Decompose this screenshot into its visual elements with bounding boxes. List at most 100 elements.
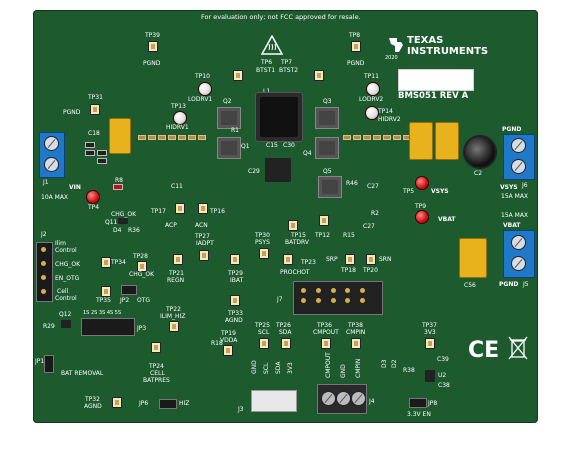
tp32-testpoint[interactable] [112, 397, 122, 408]
tp30-testpoint[interactable] [259, 248, 269, 259]
cap-c [363, 135, 371, 140]
tp4-testpoint-red[interactable] [86, 190, 100, 204]
tp19-label: TP19 [221, 330, 236, 337]
tp23-testpoint[interactable] [283, 254, 293, 265]
tp22-label: TP22 [166, 306, 181, 313]
tp27-testpoint[interactable] [199, 250, 209, 261]
tp37-testpoint[interactable] [425, 338, 435, 349]
tp6-testpoint[interactable] [233, 70, 243, 81]
jumper-jp6[interactable] [159, 399, 177, 409]
tp22-testpoint[interactable] [169, 321, 179, 332]
fcc-notice: For evaluation only; not FCC approved fo… [201, 13, 361, 21]
tp36-testpoint[interactable] [321, 338, 331, 349]
tp35-testpoint[interactable] [101, 286, 111, 297]
j2-label: J2 [41, 231, 47, 238]
tp39-label: TP39 [145, 32, 160, 39]
tp31-label: TP31 [88, 94, 103, 101]
c29-label: C29 [248, 168, 260, 175]
r46-label: R46 [346, 180, 358, 187]
tp12-testpoint[interactable] [319, 215, 329, 226]
jp1-label: JP1 [35, 358, 45, 365]
tp34-testpoint[interactable] [101, 257, 111, 268]
batpres-label: BATPRES [143, 377, 170, 384]
tp29-testpoint[interactable] [230, 254, 240, 265]
tp18-testpoint[interactable] [345, 254, 355, 265]
tp37-3v3-label: 3V3 [424, 329, 436, 336]
r1-label: R1 [231, 127, 239, 134]
btst2-label: BTST2 [279, 67, 299, 74]
tp24-label: TP24 [149, 363, 164, 370]
tp7-testpoint[interactable] [314, 70, 324, 81]
header-j7[interactable] [293, 281, 383, 315]
connector-j3[interactable] [251, 390, 297, 412]
tp14-testpoint[interactable] [365, 106, 379, 120]
tp19-testpoint[interactable] [223, 345, 233, 356]
jumper-jp3[interactable] [81, 318, 135, 336]
j3-scl-label: SCL [263, 362, 270, 374]
weee-bin-icon [508, 336, 528, 362]
cap-c [148, 135, 156, 140]
jp3-cell-count-labels: 1S 2S 3S 4S 5S [83, 310, 122, 316]
j4-cmpin-label: CMPIN [355, 358, 362, 378]
tp20-testpoint[interactable] [366, 254, 376, 265]
tp25-label: TP25 [255, 322, 270, 329]
j6-max-label: 15A MAX [501, 193, 529, 200]
mosfet-q1 [217, 137, 241, 159]
tp9-testpoint-red[interactable] [415, 210, 429, 224]
tp10-testpoint[interactable] [198, 82, 212, 96]
tp17-testpoint[interactable] [175, 203, 185, 214]
cap-tantalum-right-1 [409, 122, 433, 160]
tp33-testpoint[interactable] [230, 295, 240, 306]
tp25-testpoint[interactable] [259, 338, 269, 349]
r15-label: R15 [343, 232, 355, 239]
tp31-testpoint[interactable] [90, 104, 100, 115]
tp15-testpoint[interactable] [288, 220, 298, 231]
tp16-label: TP16 [210, 208, 225, 215]
r38-label: R38 [403, 367, 415, 374]
c18-label: C18 [88, 130, 100, 137]
tp39-testpoint[interactable] [148, 41, 158, 52]
screw-icon [511, 256, 526, 271]
tp34-label: TP34 [111, 259, 126, 266]
tp15-label: TP15 [291, 232, 306, 239]
cmpout-label: CMPOUT [313, 329, 339, 336]
tp7-label: TP7 [281, 59, 293, 66]
tp26-testpoint[interactable] [281, 338, 291, 349]
cell-label: Cell [57, 288, 69, 295]
mosfet-q4 [315, 137, 339, 159]
tp13-testpoint[interactable] [173, 111, 187, 125]
tp21-testpoint[interactable] [173, 254, 183, 265]
tp26-label: TP26 [276, 322, 291, 329]
tp27-label: TP27 [195, 233, 210, 240]
tp28-net-label: CHG_OK [129, 271, 155, 278]
tp5-testpoint-red[interactable] [415, 176, 429, 190]
jumper-jp1[interactable] [44, 355, 54, 373]
cap-c [178, 135, 186, 140]
vsys-label: VSYS [431, 188, 449, 195]
tp37-label: TP37 [422, 322, 437, 329]
screw-icon [511, 235, 526, 250]
r36-label: R36 [128, 227, 140, 234]
tp20-label: TP20 [363, 267, 378, 274]
screw-icon [351, 391, 366, 406]
cap-c [188, 135, 196, 140]
cell-control-label: Control [55, 295, 77, 302]
ce-mark: CE [468, 338, 500, 363]
tp16-testpoint[interactable] [198, 203, 208, 214]
tp8-testpoint[interactable] [351, 41, 361, 52]
tp28-testpoint[interactable] [137, 261, 147, 272]
resistor-r8 [113, 184, 123, 190]
jumper-jp8[interactable] [409, 398, 427, 408]
jumper-jp2[interactable] [121, 285, 137, 295]
tp11-testpoint[interactable] [366, 82, 380, 96]
tp38-testpoint[interactable] [351, 338, 361, 349]
btst1-label: BTST1 [256, 67, 276, 74]
tp32-net-label: AGND [84, 403, 102, 410]
pcb-board: For evaluation only; not FCC approved fo… [33, 10, 538, 423]
tp14-label: TP14 [378, 108, 393, 115]
header-j2[interactable] [36, 242, 53, 302]
j3-sda-label: SDA [275, 361, 282, 374]
tp24-testpoint[interactable] [151, 342, 161, 353]
chg-ok-led-label: CHG_OK [111, 211, 137, 218]
pin [41, 289, 46, 294]
